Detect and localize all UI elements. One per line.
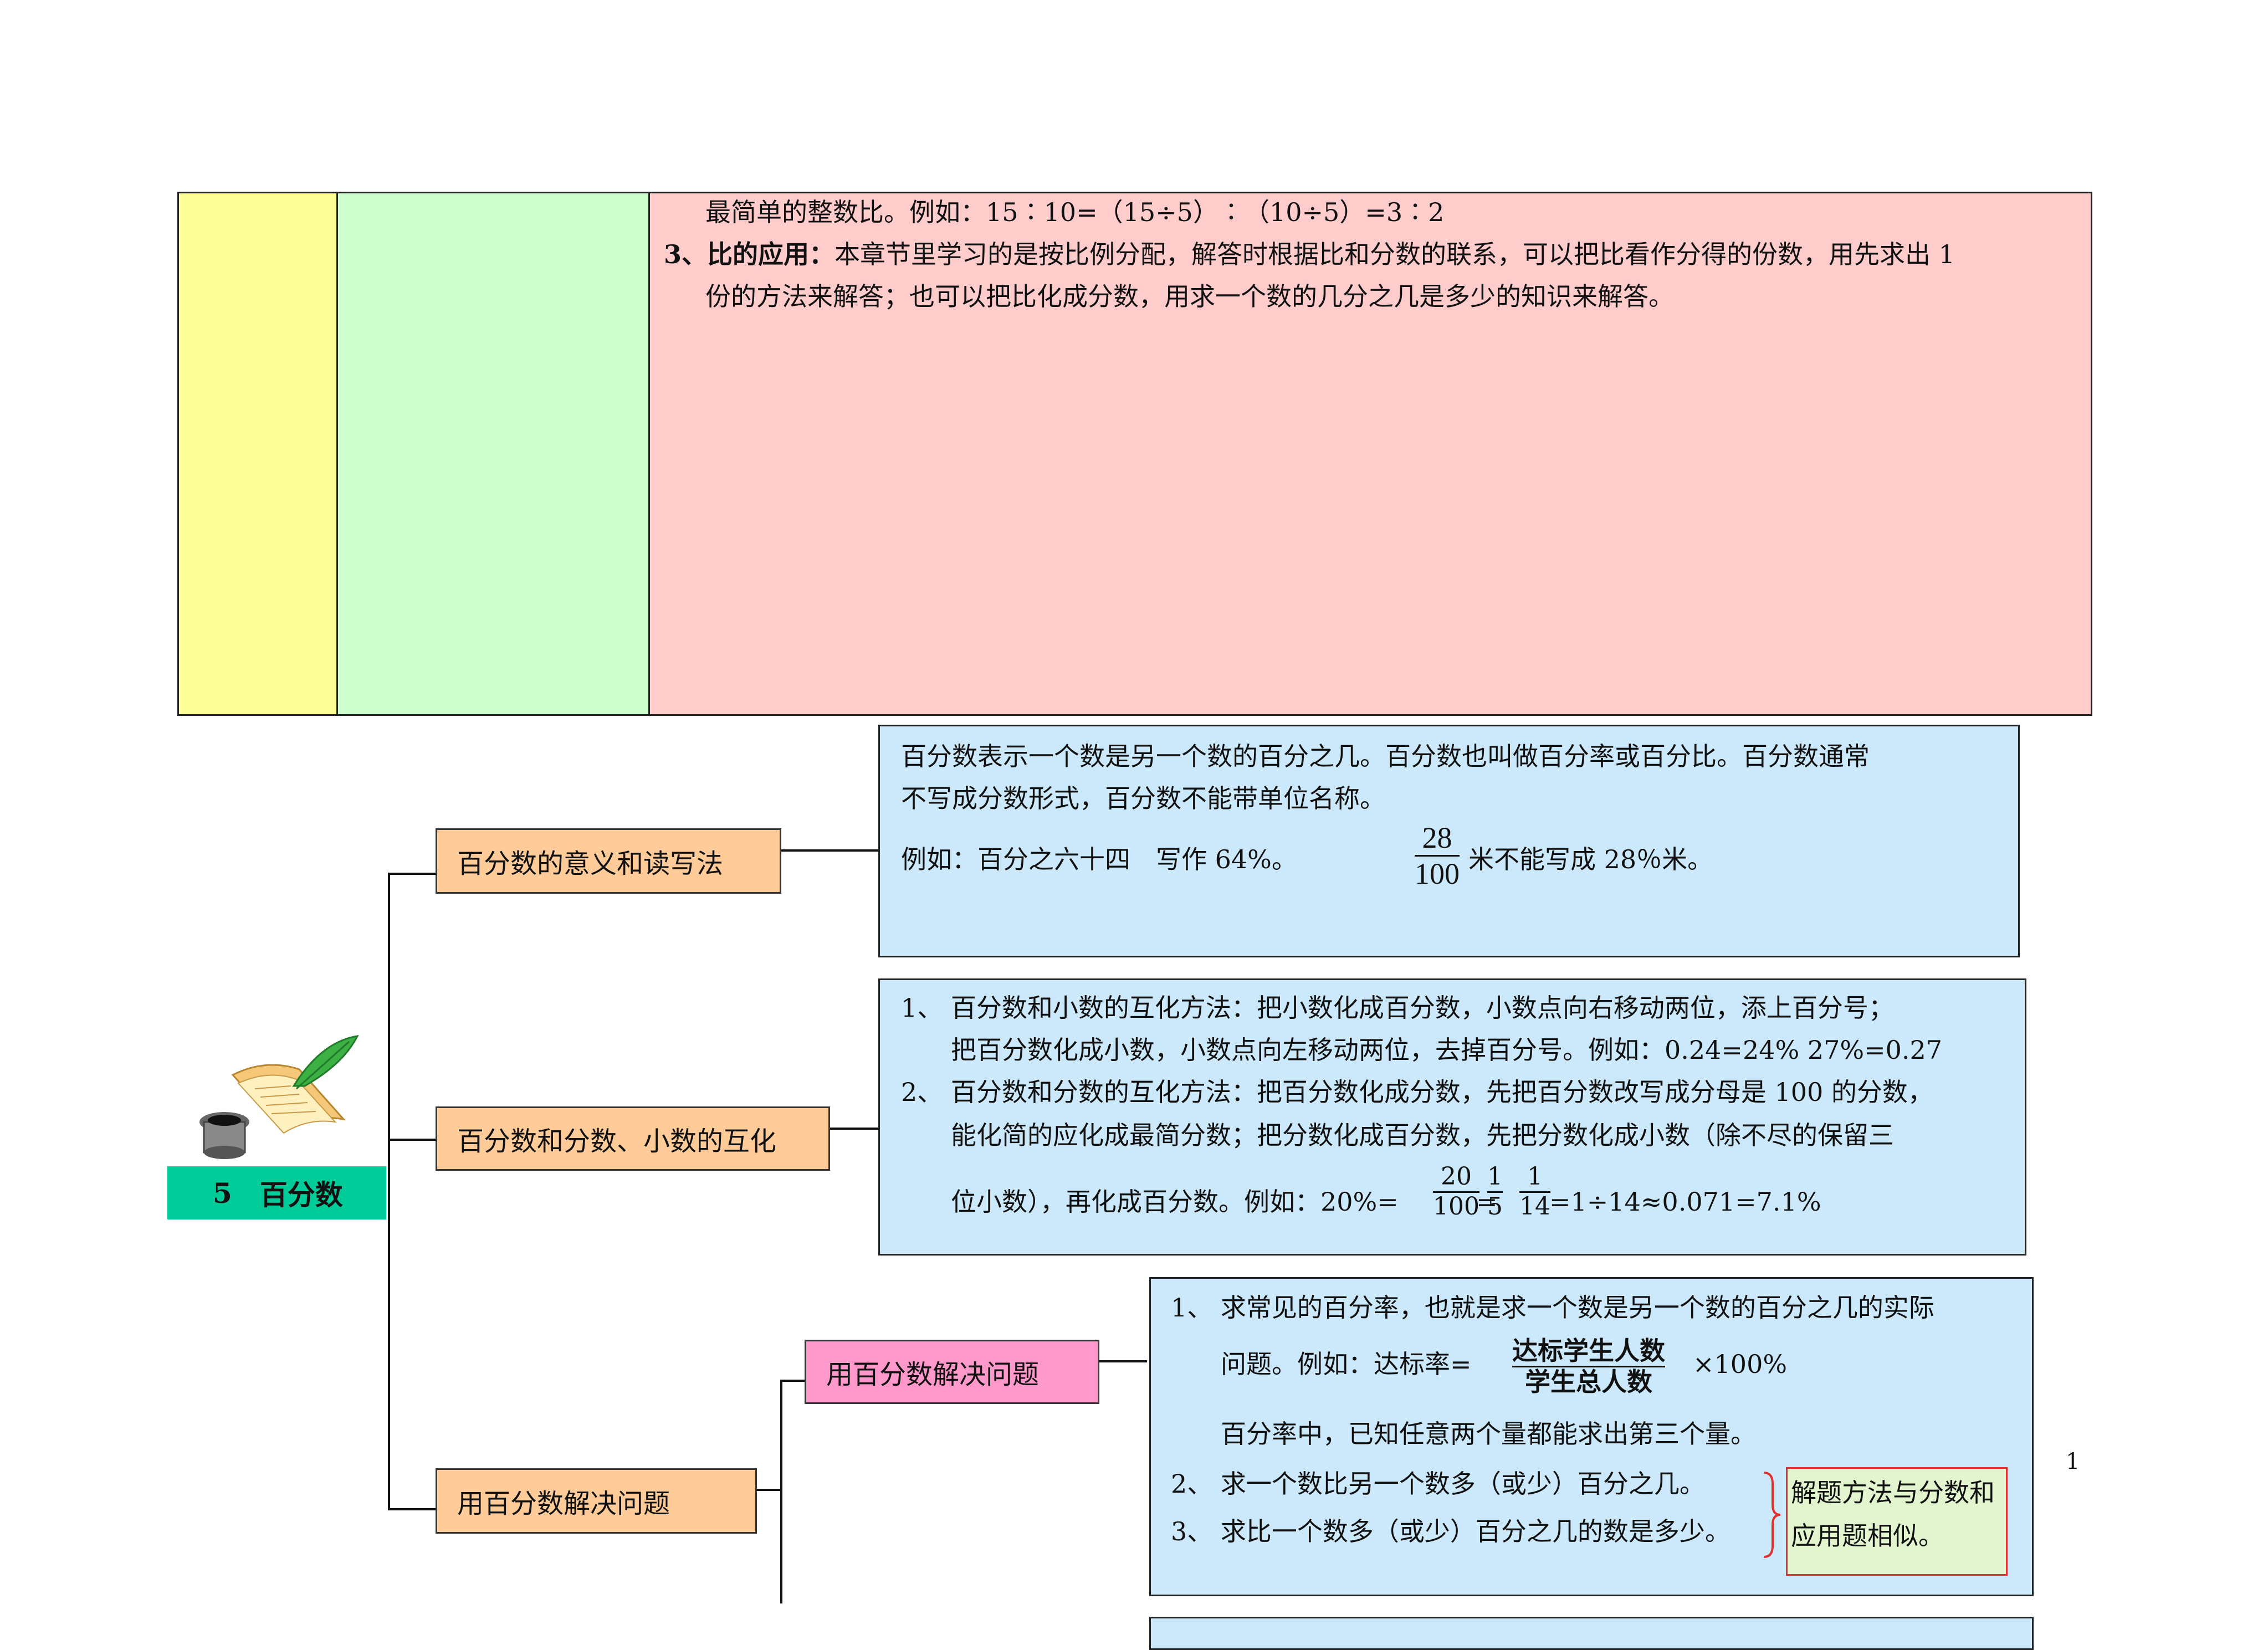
content-box-convert: 1、 百分数和小数的互化方法：把小数化成百分数，小数点向右移动两位，添上百分号；… [878, 978, 2026, 1256]
text-line: 能化简的应化成最简分数；把分数化成百分数，先把分数化成小数（除不尽的保留三 [951, 1120, 1894, 1150]
text-line: 百分率中，已知任意两个量都能求出第三个量。 [1221, 1419, 1756, 1449]
text-line: 2、 百分数和分数的互化方法：把百分数化成分数，先把百分数改写成分母是 100 … [901, 1077, 1933, 1107]
node-solve: 用百分数解决问题 [436, 1468, 757, 1534]
content-box-solve: 1、 求常见的百分率，也就是求一个数是另一个数的百分之几的实际 问题。例如：达标… [1149, 1277, 2034, 1596]
fraction-bar [1519, 1191, 1550, 1193]
page-number: 1 [2066, 1449, 2080, 1474]
text-line: 3、 求比一个数多（或少）百分之几的数是多少。 [1171, 1516, 1731, 1546]
numerator: 28 [1422, 821, 1452, 854]
text-line: 份的方法来解答；也可以把比化成分数，用求一个数的几分之几是多少的知识来解答。 [705, 281, 1674, 311]
text-line: 3、比的应用：本章节里学习的是按比例分配，解答时根据比和分数的联系，可以把比看作… [664, 238, 1955, 271]
chapter-title: 5 百分数 [167, 1166, 386, 1219]
text-line: 最简单的整数比。例如：15∶10=（15÷5）∶（10÷5）=3∶2 [705, 197, 1445, 227]
curly-brace-icon [1763, 1472, 1781, 1558]
denominator: 学生总人数 [1525, 1366, 1652, 1397]
connector-line [388, 873, 437, 875]
text-line: 1、 百分数和小数的互化方法：把小数化成百分数，小数点向右移动两位，添上百分号； [901, 993, 1894, 1023]
fraction-bar [1487, 1191, 1503, 1193]
text-line: 2、 求一个数比另一个数多（或少）百分之几。 [1171, 1469, 1705, 1499]
sub-branch-line [780, 1380, 782, 1603]
text-line: 例如：百分之六十四 写作 64%。 [901, 844, 1297, 874]
text-span: 本章节里学习的是按比例分配，解答时根据比和分数的联系，可以把比看作分得的份数，用… [834, 239, 1955, 269]
content-box-meaning: 百分数表示一个数是另一个数的百分之几。百分数也叫做百分率或百分比。百分数通常 不… [878, 725, 2020, 957]
denominator: 100 [1415, 857, 1460, 891]
numerator: 20 [1440, 1162, 1472, 1191]
denominator: 5 [1487, 1192, 1503, 1221]
fraction: 1 5 [1487, 1162, 1503, 1221]
numerator: 达标学生人数 [1512, 1336, 1665, 1366]
fraction-bar [1512, 1365, 1665, 1367]
fraction: 28 100 [1415, 821, 1460, 891]
text-line: 位小数），再化成百分数。例如：20%= [951, 1187, 1399, 1217]
text-line: 不写成分数形式，百分数不能带单位名称。 [901, 783, 1385, 813]
fraction-bar [1415, 855, 1460, 857]
fraction: 20 100 [1433, 1162, 1479, 1221]
numerator: 1 [1487, 1162, 1503, 1191]
fraction: 达标学生人数 学生总人数 [1512, 1336, 1665, 1397]
denominator: 100 [1433, 1192, 1479, 1221]
connector-line [1098, 1360, 1147, 1362]
book-quill-inkwell-icon [194, 1031, 360, 1164]
fraction: 1 14 [1519, 1162, 1550, 1221]
connector-line [756, 1489, 781, 1491]
content-box-next [1149, 1617, 2034, 1650]
text-line: 百分数表示一个数是另一个数的百分之几。百分数也叫做百分率或百分比。百分数通常 [901, 741, 1870, 771]
denominator: 14 [1519, 1192, 1550, 1221]
connector-line [780, 1380, 806, 1382]
note-box: 解题方法与分数和应用题相似。 [1786, 1467, 2008, 1576]
tree-trunk-line [388, 873, 390, 1510]
node-meaning: 百分数的意义和读写法 [436, 828, 781, 894]
connector-line [780, 849, 880, 852]
table-cell-yellow [177, 192, 338, 716]
chapter-name: 百分数 [259, 1178, 343, 1211]
chapter-number: 5 [213, 1176, 232, 1210]
connector-line [388, 1508, 437, 1510]
table-cell-content: 最简单的整数比。例如：15∶10=（15÷5）∶（10÷5）=3∶2 3、比的应… [648, 192, 2092, 716]
text-line: ×100% [1693, 1349, 1788, 1379]
text-line: 1、 求常见的百分率，也就是求一个数是另一个数的百分之几的实际 [1171, 1293, 1934, 1323]
text-line: 米不能写成 28％米。 [1468, 844, 1713, 874]
section-label: 3、比的应用： [664, 239, 835, 269]
fraction-bar [1433, 1191, 1479, 1193]
connector-line [388, 1139, 437, 1141]
numerator: 1 [1527, 1162, 1543, 1191]
node-convert: 百分数和分数、小数的互化 [436, 1106, 830, 1171]
node-solve-sub: 用百分数解决问题 [805, 1340, 1099, 1404]
text-line: 问题。例如：达标率= [1221, 1349, 1472, 1379]
connector-line [830, 1128, 880, 1130]
table-cell-green [336, 192, 650, 716]
text-line: 把百分数化成小数，小数点向左移动两位，去掉百分号。例如：0.24=24% 27%… [951, 1035, 1943, 1065]
text-line: =1÷14≈0.071=7.1% [1549, 1187, 1821, 1217]
